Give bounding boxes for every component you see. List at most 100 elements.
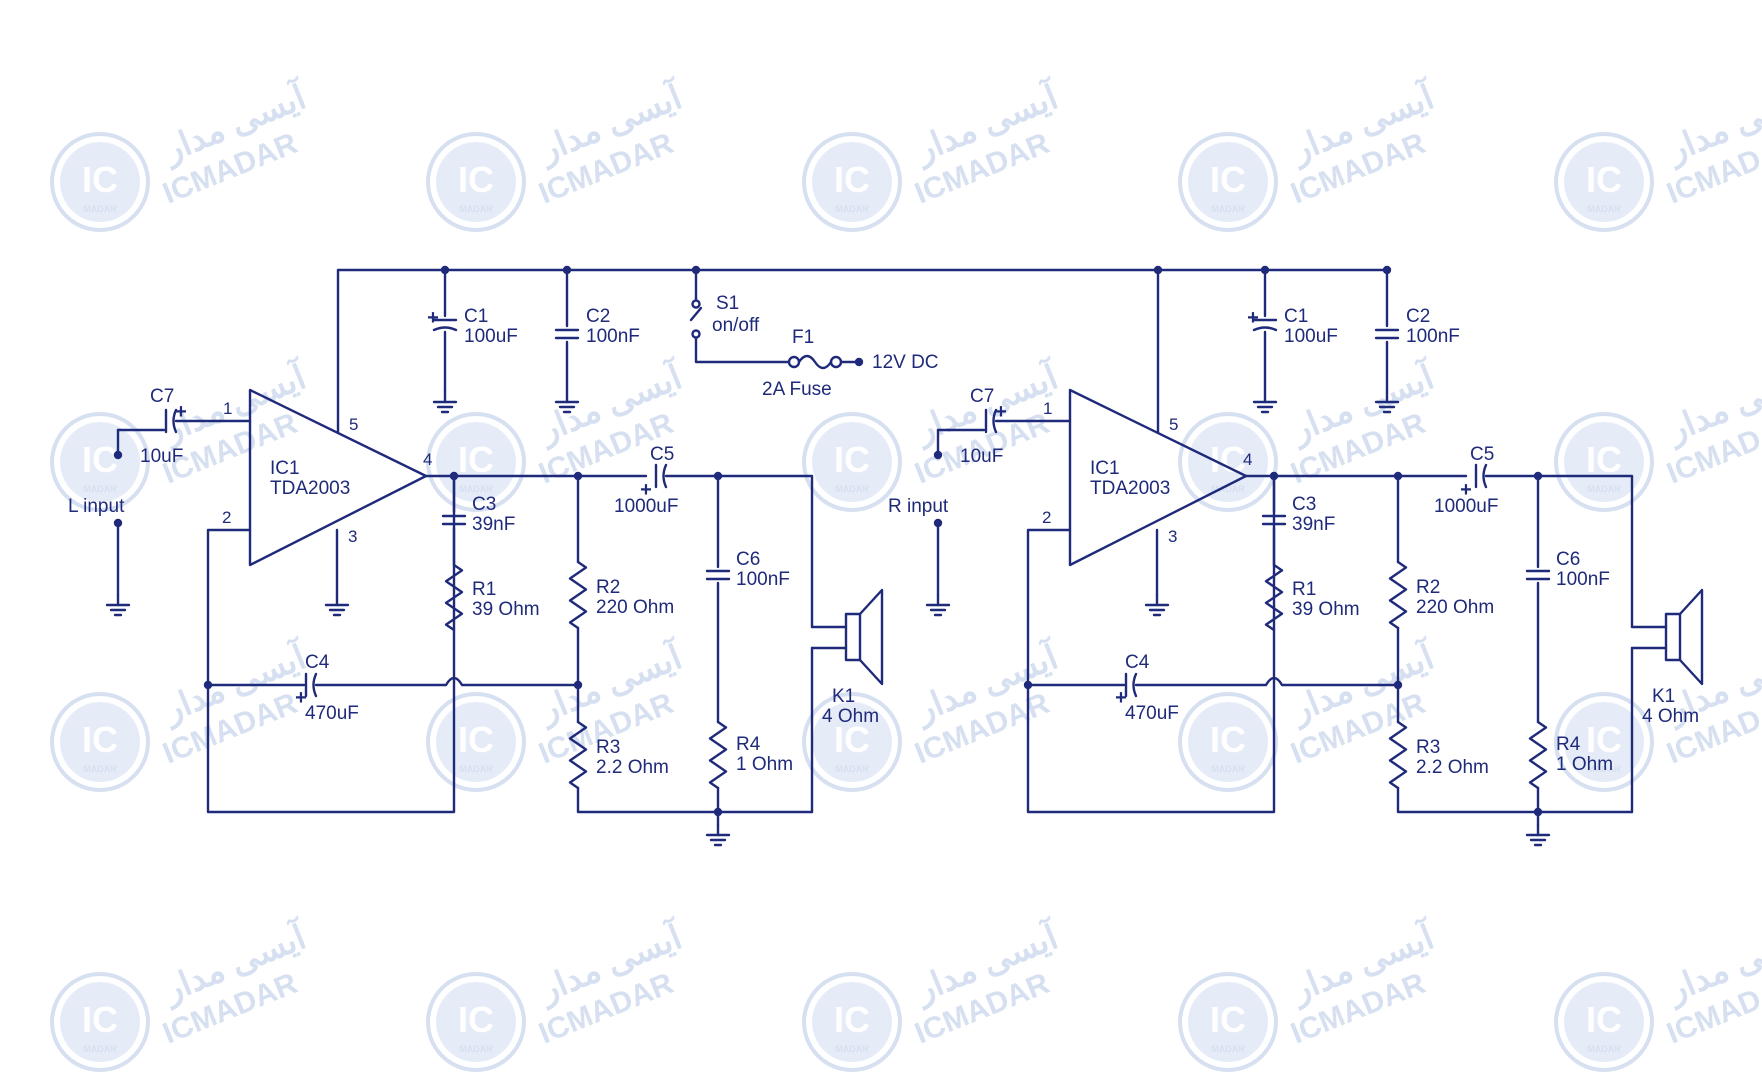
- r1-value: 39 Ohm: [1292, 599, 1360, 620]
- polarized-capacitor-symbol: [654, 463, 668, 489]
- capacitor-symbol: [1261, 514, 1287, 526]
- capacitor-curved-plate: [1252, 326, 1278, 332]
- c1-name: C1: [1284, 306, 1308, 327]
- watermark-logo-subtext: MADAR: [835, 484, 869, 494]
- watermark-logo-subtext: MADAR: [835, 204, 869, 214]
- watermark-logo-ring: [50, 692, 150, 792]
- ic-name: IC1: [1090, 458, 1120, 479]
- fuse-end: [787, 355, 801, 369]
- switch-name: S1: [716, 293, 739, 314]
- resistor-symbol: [444, 563, 464, 632]
- watermark-logo-text: IC: [834, 999, 870, 1040]
- watermark-logo-ring: [426, 412, 526, 512]
- watermark-logo-disc: [436, 142, 516, 222]
- watermark-logo-subtext: MADAR: [1587, 204, 1621, 214]
- watermark-logo-ring: [426, 972, 526, 1072]
- ground-icon: [1144, 593, 1170, 617]
- watermark-logo-subtext: MADAR: [459, 484, 493, 494]
- ground-icon: [324, 593, 350, 617]
- c7-value: 10uF: [960, 446, 1003, 467]
- switch-to-fuse-wire: [694, 336, 790, 364]
- k1-name: K1: [1652, 686, 1675, 707]
- junction-dot: [1153, 265, 1163, 275]
- watermark-logo-text: IC: [1586, 439, 1622, 480]
- polarized-capacitor-symbol: [304, 672, 318, 698]
- power-switch-icon: [689, 268, 703, 339]
- watermark-logo-subtext: MADAR: [1211, 484, 1245, 494]
- capacitor-symbol: [705, 569, 731, 581]
- capacitor-curved-plate: [1132, 672, 1138, 698]
- watermark-logo-disc: [60, 702, 140, 782]
- r4-name: R4: [736, 734, 761, 755]
- junction-dot: [713, 807, 723, 817]
- c3-name: C3: [472, 494, 496, 515]
- c5-name: C5: [1470, 444, 1494, 465]
- watermark-logo-disc: [436, 422, 516, 502]
- r4-value: 1 Ohm: [736, 754, 793, 775]
- watermark-logo-subtext: MADAR: [83, 764, 117, 774]
- watermark-logo-subtext: MADAR: [1587, 484, 1621, 494]
- c6-name: C6: [1556, 549, 1580, 570]
- ic-part-number: TDA2003: [270, 478, 350, 499]
- ground-icon: [1525, 823, 1551, 847]
- fuse-element: [797, 354, 833, 370]
- c3-name: C3: [1292, 494, 1316, 515]
- polarized-capacitor-symbol: [164, 408, 178, 434]
- junction-dot: [573, 680, 583, 690]
- crossover-wire: [1134, 676, 1400, 687]
- c7-name: C7: [970, 386, 994, 407]
- r1-value: 39 Ohm: [472, 599, 540, 620]
- r2-name: R2: [596, 577, 620, 598]
- r2-name: R2: [1416, 577, 1440, 598]
- c4-value: 470uF: [1125, 703, 1179, 724]
- polarity-plus-sign: +: [175, 401, 187, 423]
- ground-icon: [925, 593, 951, 617]
- c7-name: C7: [150, 386, 174, 407]
- c1-name: C1: [464, 306, 488, 327]
- junction-dot: [691, 265, 701, 275]
- ground-icon: [1252, 390, 1278, 414]
- watermark-logo-ring: [1178, 692, 1278, 792]
- polarity-plus-sign: +: [427, 307, 439, 329]
- c7-value: 10uF: [140, 446, 183, 467]
- watermark-logo-ring: [1554, 972, 1654, 1072]
- ground-icon: [705, 823, 731, 847]
- supply-rail-wire: [336, 268, 1391, 435]
- resistor-symbol: [1388, 720, 1408, 790]
- pin-label: 4: [423, 450, 432, 469]
- polarity-plus-sign: +: [1247, 307, 1259, 329]
- capacitor-curved-plate: [1482, 463, 1488, 489]
- watermark-logo-disc: [60, 142, 140, 222]
- c1-value: 100uF: [1284, 326, 1338, 347]
- c2-value: 100nF: [586, 326, 640, 347]
- watermark-logo-text: IC: [834, 439, 870, 480]
- input-label: R input: [888, 496, 949, 517]
- pin-label: 3: [348, 527, 357, 546]
- watermark-logo-subtext: MADAR: [83, 484, 117, 494]
- capacitor-curved-plate: [312, 672, 318, 698]
- watermark-logo-disc: [1564, 142, 1644, 222]
- resistor-symbol: [1528, 720, 1548, 790]
- watermark-logo-ring: [50, 972, 150, 1072]
- watermark-logo-disc: [1564, 702, 1644, 782]
- ic-name: IC1: [270, 458, 300, 479]
- watermark-logo-disc: [1188, 982, 1268, 1062]
- watermark-logo-ring: [1178, 972, 1278, 1072]
- r2-value: 220 Ohm: [1416, 597, 1494, 618]
- r4-value: 1 Ohm: [1556, 754, 1613, 775]
- capacitor-symbol: [441, 514, 467, 526]
- watermark-logo-ring: [50, 412, 150, 512]
- watermark-logo-subtext: MADAR: [1587, 1044, 1621, 1054]
- watermark-logo-disc: [1188, 142, 1268, 222]
